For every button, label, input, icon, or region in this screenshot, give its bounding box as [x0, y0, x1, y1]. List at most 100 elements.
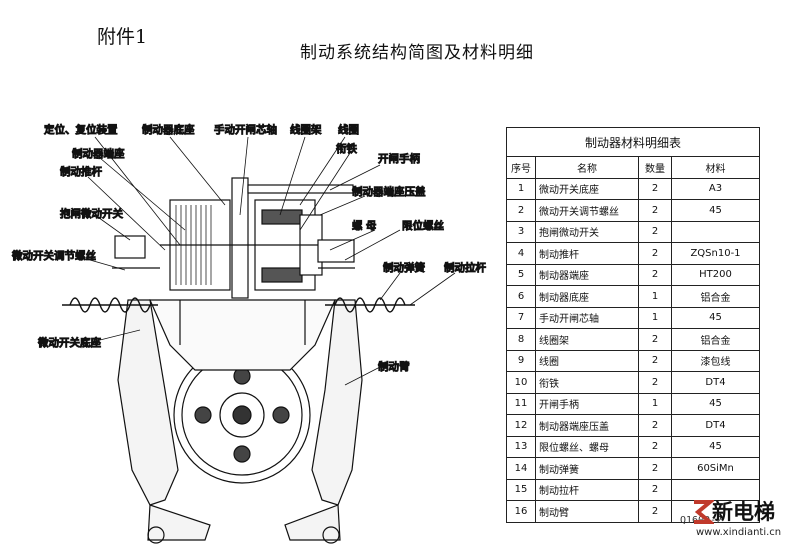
row-name: 制动推杆	[535, 242, 639, 265]
row-qty: 2	[638, 478, 672, 501]
row-qty: 2	[638, 242, 672, 265]
wheel-bolt-4	[272, 406, 290, 424]
attachment-label: 附件1	[97, 26, 148, 48]
brake-spring-left	[62, 297, 158, 313]
row-qty: 2	[638, 500, 672, 523]
row-name: 限位螺丝、螺母	[535, 435, 639, 458]
label-manual-shaft: 手动开闸芯轴	[214, 123, 277, 136]
row-qty: 2	[638, 177, 672, 200]
arm-pivot-left	[147, 526, 165, 544]
row-qty: 1	[638, 306, 672, 329]
row-qty: 2	[638, 414, 672, 437]
switch-left	[114, 235, 146, 259]
arm-foot-left	[147, 504, 211, 541]
switch-right	[317, 239, 355, 263]
row-material: DT4	[671, 414, 760, 437]
row-name: 衔铁	[535, 371, 639, 394]
row-no: 2	[506, 199, 536, 222]
row-no: 7	[506, 306, 536, 329]
watermark-url: www.xindianti.cn	[696, 527, 782, 538]
row-material: 铝合金	[671, 328, 760, 351]
row-no: 8	[506, 328, 536, 351]
label-reset-device: 定位、复位装置	[44, 123, 118, 136]
brake-spring-right	[325, 297, 415, 313]
row-qty: 1	[638, 285, 672, 308]
label-switch-base: 微动开关底座	[38, 336, 101, 349]
label-push-rod: 制动推杆	[60, 165, 102, 178]
row-no: 15	[506, 478, 536, 501]
arm-foot-right	[284, 504, 341, 541]
label-pull-rod: 制动拉杆	[444, 261, 486, 274]
brake-base-frame	[149, 299, 336, 371]
col-header-material: 材料	[671, 156, 760, 179]
row-material: 45	[671, 435, 760, 458]
label-brake-base: 制动器底座	[142, 123, 195, 136]
row-name: 制动器端座	[535, 263, 639, 286]
label-brake-arm: 制动臂	[378, 360, 410, 373]
brake-arm-left	[117, 299, 179, 506]
row-material: 45	[671, 392, 760, 415]
row-no: 12	[506, 414, 536, 437]
row-qty: 2	[638, 328, 672, 351]
page-title: 制动系统结构简图及材料明细	[300, 43, 534, 63]
wheel-bolt-3	[194, 406, 212, 424]
row-name: 制动拉杆	[535, 478, 639, 501]
row-qty: 2	[638, 435, 672, 458]
label-release-handle: 开闸手柄	[378, 152, 420, 165]
label-adjust-screw: 微动开关调节螺丝	[12, 249, 96, 262]
row-material: 漆包线	[671, 349, 760, 372]
row-no: 11	[506, 392, 536, 415]
label-end-cover: 制动器端座压盖	[352, 185, 426, 198]
label-nut: 螺 母	[352, 220, 376, 232]
table-caption: 制动器材料明细表	[506, 127, 760, 157]
row-material: ZQSn10-1	[671, 242, 760, 265]
row-name: 线圈架	[535, 328, 639, 351]
label-spring: 制动弹簧	[383, 261, 425, 274]
label-armature: 衔铁	[336, 142, 357, 155]
row-material	[671, 500, 760, 523]
watermark-brand: 新电梯	[712, 500, 775, 524]
row-name: 制动器端座压盖	[535, 414, 639, 437]
row-qty: 2	[638, 349, 672, 372]
brake-wheel-hub	[219, 392, 265, 438]
row-name: 制动器底座	[535, 285, 639, 308]
row-no: 3	[506, 220, 536, 243]
row-no: 6	[506, 285, 536, 308]
row-no: 1	[506, 177, 536, 200]
row-qty: 1	[638, 392, 672, 415]
label-coil-frame: 线圈架	[290, 123, 322, 136]
row-name: 开闸手柄	[535, 392, 639, 415]
row-name: 微动开关调节螺丝	[535, 199, 639, 222]
row-name: 微动开关底座	[535, 177, 639, 200]
row-material: HT200	[671, 263, 760, 286]
watermark: 新电梯 www.xindianti.cn	[690, 494, 798, 550]
armature-lower	[261, 267, 303, 283]
row-no: 9	[506, 349, 536, 372]
row-material	[671, 220, 760, 243]
row-material: 45	[671, 306, 760, 329]
watermark-logo-icon	[694, 500, 714, 524]
row-no: 10	[506, 371, 536, 394]
row-name: 抱闸微动开关	[535, 220, 639, 243]
row-material: DT4	[671, 371, 760, 394]
row-material: A3	[671, 177, 760, 200]
row-qty: 2	[638, 371, 672, 394]
col-header-no: 序号	[506, 156, 536, 179]
row-material: 45	[671, 199, 760, 222]
row-name: 线圈	[535, 349, 639, 372]
